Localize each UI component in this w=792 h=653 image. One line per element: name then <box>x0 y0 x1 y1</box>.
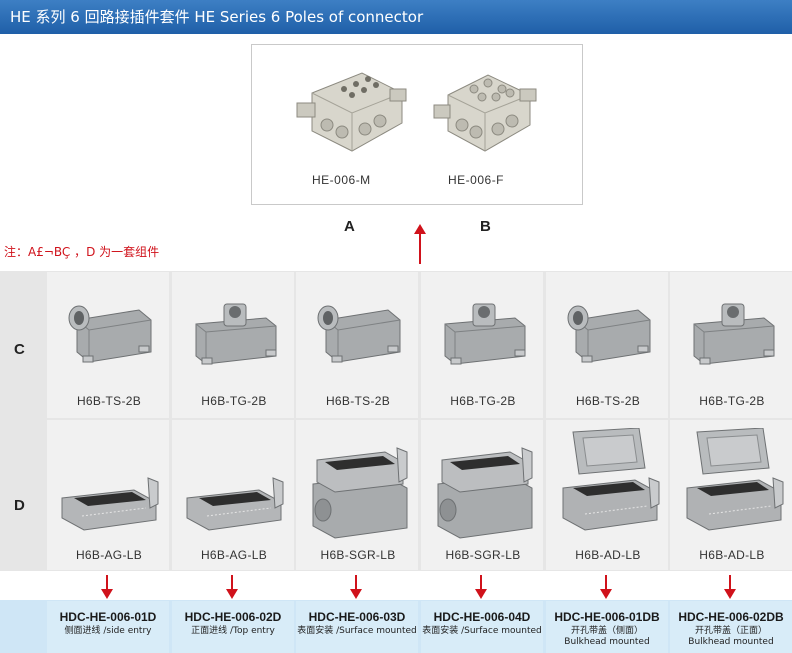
housing-label: H6B-AG-LB <box>200 548 268 562</box>
product-description: 侧面进线 /side entry <box>64 626 152 636</box>
row-letter-c: C <box>14 341 25 358</box>
housing-image <box>54 468 164 543</box>
hood-image <box>59 290 159 375</box>
letter-a: A <box>344 218 355 235</box>
page-header: HE 系列 6 回路接插件套件 HE Series 6 Poles of con… <box>0 0 792 34</box>
down-arrow-icon <box>350 575 362 599</box>
product-code-cell: HDC-HE-006-02DB 开孔带盖（正面）Bulkhead mounted <box>670 601 792 653</box>
product-description: Bulkhead mounted <box>688 637 774 647</box>
male-insert-label: HE-006-M <box>312 173 371 187</box>
hood-label: H6B-TG-2B <box>699 394 765 408</box>
down-arrow-icon <box>600 575 612 599</box>
male-insert-image <box>296 72 407 152</box>
product-code-cell: HDC-HE-006-02D 正面进线 /Top entry <box>172 601 294 653</box>
product-code: HDC-HE-006-02D <box>184 610 282 624</box>
product-description: 开孔带盖（正面） <box>694 626 767 636</box>
product-code: HDC-HE-006-04D <box>433 610 531 624</box>
hood-label: H6B-TG-2B <box>201 394 267 408</box>
down-arrow-icon <box>475 575 487 599</box>
connector-inserts-panel: HE-006-M HE-006-F <box>251 44 583 205</box>
female-insert-image <box>433 74 537 152</box>
product-code-cell: HDC-HE-006-01D 侧面进线 /side entry <box>47 601 169 653</box>
product-description: Bulkhead mounted <box>564 637 650 647</box>
hood-label: H6B-TS-2B <box>76 394 142 408</box>
female-insert-label: HE-006-F <box>448 173 505 187</box>
housing-image <box>428 444 538 549</box>
product-description: 表面安装 /Surface mounted <box>297 626 417 636</box>
row-letter-d: D <box>14 497 25 514</box>
housing-image <box>179 468 289 543</box>
product-code-cell: HDC-HE-006-04D 表面安装 /Surface mounted <box>421 601 543 653</box>
product-description: 正面进线 /Top entry <box>191 626 275 636</box>
product-code: HDC-HE-006-01D <box>59 610 157 624</box>
hood-image <box>682 290 782 375</box>
housing-label: H6B-AD-LB <box>575 548 641 562</box>
hood-image <box>558 290 658 375</box>
hood-image <box>184 290 284 375</box>
hood-label: H6B-TG-2B <box>450 394 516 408</box>
housing-image <box>553 427 663 543</box>
housing-image <box>677 427 787 543</box>
up-arrow-icon <box>414 224 426 264</box>
product-code: HDC-HE-006-01DB <box>554 610 660 624</box>
product-code: HDC-HE-006-02DB <box>678 610 784 624</box>
housing-label: H6B-SGR-LB <box>445 548 521 562</box>
product-description: 表面安装 /Surface mounted <box>422 626 542 636</box>
product-code: HDC-HE-006-03D <box>308 610 406 624</box>
housing-image <box>303 444 413 549</box>
down-arrow-icon <box>101 575 113 599</box>
product-code-cell: HDC-HE-006-03D 表面安装 /Surface mounted <box>296 601 418 653</box>
housing-label: H6B-SGR-LB <box>320 548 396 562</box>
hood-label: H6B-TS-2B <box>575 394 641 408</box>
down-arrow-icon <box>724 575 736 599</box>
down-arrow-icon <box>226 575 238 599</box>
product-description: 开孔带盖（侧面） <box>570 626 643 636</box>
assembly-note: 注：A£¬BÇ ，D 为一套组件 <box>4 245 160 259</box>
hood-label: H6B-TS-2B <box>325 394 391 408</box>
letter-b: B <box>480 218 491 235</box>
product-code-cell: HDC-HE-006-01DB 开孔带盖（侧面）Bulkhead mounted <box>546 601 668 653</box>
hood-image <box>433 290 533 375</box>
housing-label: H6B-AG-LB <box>75 548 143 562</box>
housing-label: H6B-AD-LB <box>699 548 765 562</box>
hood-image <box>308 290 408 375</box>
